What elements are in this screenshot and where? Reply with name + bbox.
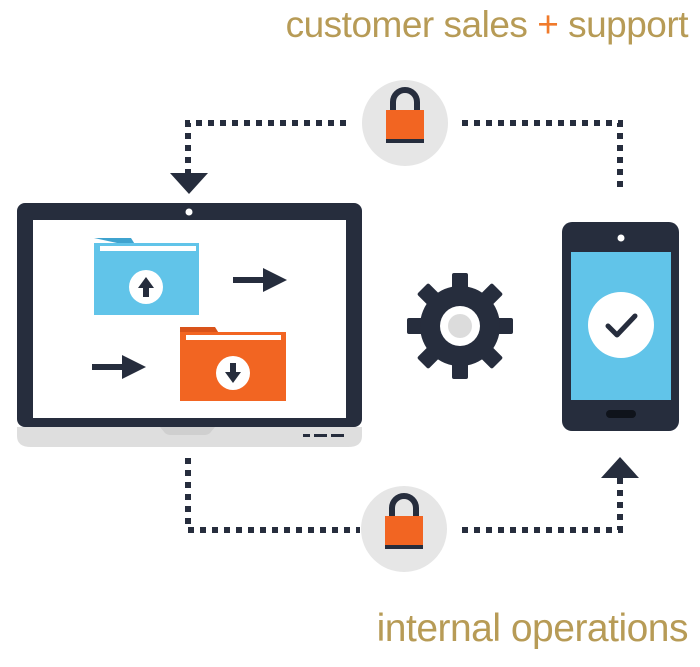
arrow-up-to-phone	[601, 457, 639, 478]
title-part-2: support	[568, 4, 688, 45]
laptop	[17, 203, 362, 447]
title-internal-operations: internal operations	[376, 607, 689, 650]
phone-camera	[617, 234, 625, 242]
bottom-dotted-path	[185, 458, 623, 533]
title-customer-sales-support: customer sales + support	[285, 4, 689, 46]
laptop-camera	[185, 208, 193, 216]
arrow-right-icon	[92, 355, 146, 379]
top-dotted-path	[185, 120, 623, 193]
phone-home-button	[606, 410, 636, 418]
smartphone	[562, 222, 679, 431]
checkmark-icon	[588, 292, 654, 358]
title-part-1: customer sales	[285, 4, 528, 45]
folder-upload-icon	[94, 238, 199, 315]
padlock-icon	[362, 80, 448, 166]
gear-icon	[407, 273, 513, 379]
padlock-icon	[361, 486, 447, 572]
folder-download-icon	[180, 327, 286, 401]
arrow-down-to-laptop	[170, 173, 208, 194]
plus-sign: +	[537, 4, 559, 45]
arrow-right-icon	[233, 268, 287, 292]
